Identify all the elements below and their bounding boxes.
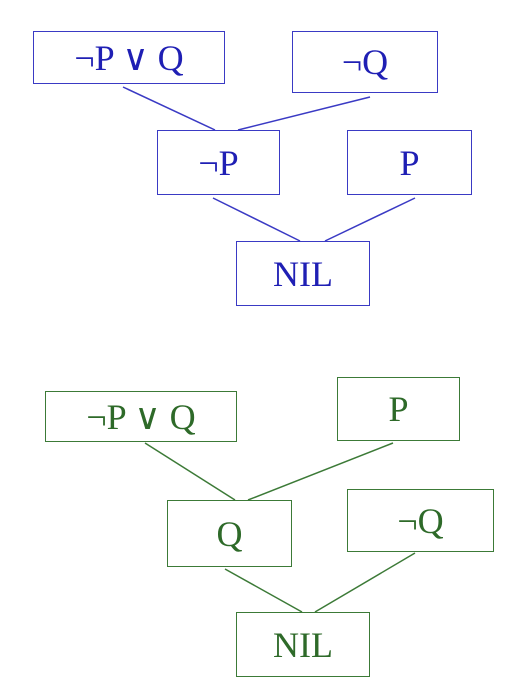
edge-notq-to-nil (314, 552, 416, 613)
edge-notq-to-notp (237, 96, 371, 131)
edge-notp-to-nil (212, 197, 301, 242)
resolvent-nil: NIL (236, 241, 370, 306)
edge-p-to-nil (324, 197, 416, 242)
resolvent-nil: NIL (236, 612, 370, 677)
edge-q-to-nil (224, 568, 303, 613)
clause-p: P (347, 130, 472, 195)
clause-not-q: ¬Q (347, 489, 494, 552)
resolvent-q: Q (167, 500, 292, 567)
clause-not-q: ¬Q (292, 31, 438, 93)
clause-not-p-or-q: ¬P ∨ Q (33, 31, 225, 84)
clause-p: P (337, 377, 460, 441)
clause-not-p-or-q: ¬P ∨ Q (45, 391, 237, 442)
edge-notp-or-q-to-notp (122, 86, 216, 131)
resolvent-not-p: ¬P (157, 130, 280, 195)
edge-notp-or-q-to-q (144, 442, 236, 501)
edge-p-to-q (247, 442, 394, 501)
